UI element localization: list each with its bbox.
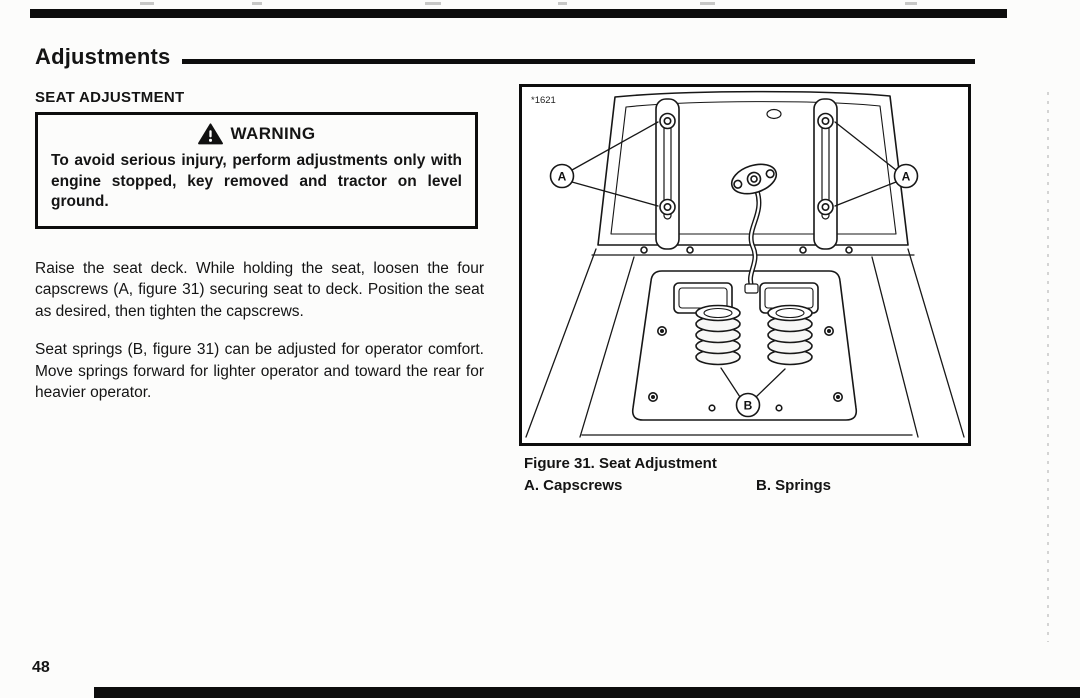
- page-top-rule: [30, 9, 1007, 18]
- warning-icon: [197, 123, 223, 145]
- warning-text: To avoid serious injury, perform adjustm…: [51, 152, 462, 211]
- section-title-rule: [182, 58, 975, 64]
- seat-deck-edges: [525, 248, 965, 438]
- callout-b-label: B: [744, 399, 753, 413]
- figure-legend: A. Capscrews B. Springs: [524, 477, 970, 494]
- figure-31-box: A A B *1621: [519, 84, 971, 446]
- scan-artifact-right: [1047, 92, 1049, 642]
- callout-a-right: A: [834, 121, 919, 207]
- scan-mark: [140, 2, 154, 5]
- page-bottom-rule: [94, 687, 1080, 698]
- callout-a-left: A: [549, 121, 659, 207]
- seat-adjustment-illustration: A A B *1621: [525, 90, 965, 438]
- wiring-harness: [730, 163, 778, 294]
- page-number: 48: [32, 659, 50, 676]
- figure-photo-ref: *1621: [531, 95, 556, 106]
- scan-mark: [425, 2, 441, 5]
- callout-a-right-label: A: [902, 170, 911, 184]
- seat-springs: [695, 304, 813, 366]
- callout-a-left-label: A: [558, 170, 567, 184]
- section-title: Adjustments: [35, 44, 171, 69]
- body-copy: Raise the seat deck. While holding the s…: [35, 258, 484, 403]
- legend-a-capscrews: A. Capscrews: [524, 477, 623, 494]
- scan-mark: [700, 2, 715, 5]
- section-heading-row: Adjustments: [35, 44, 975, 70]
- capscrews: [659, 112, 834, 216]
- warning-header: WARNING: [51, 123, 462, 145]
- scan-mark: [252, 2, 262, 5]
- paragraph-1: Raise the seat deck. While holding the s…: [35, 260, 484, 320]
- warning-title: WARNING: [230, 124, 316, 143]
- paragraph-2: Seat springs (B, figure 31) can be adjus…: [35, 341, 484, 401]
- figure-caption: Figure 31. Seat Adjustment: [524, 455, 717, 472]
- scan-mark: [905, 2, 917, 5]
- callout-b: B: [720, 367, 786, 418]
- legend-b-springs: B. Springs: [756, 477, 832, 494]
- scan-mark: [558, 2, 567, 5]
- subsection-title: SEAT ADJUSTMENT: [35, 89, 185, 106]
- warning-box: WARNING To avoid serious injury, perform…: [35, 112, 478, 229]
